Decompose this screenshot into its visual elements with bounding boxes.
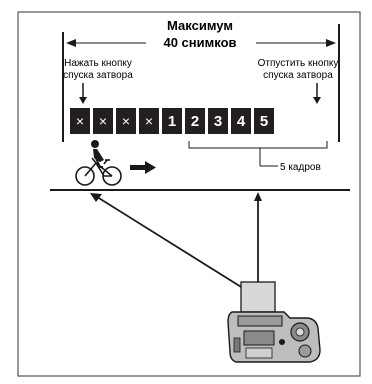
title-line1: Максимум [167,18,233,33]
title-line2: 40 снимков [163,35,236,50]
pre-frame-box [93,108,113,134]
post-frame-box [208,108,228,134]
span-arrow-right-head [326,39,336,47]
post-frame-box [254,108,274,134]
press-label-line1: Нажать кнопку [64,58,132,69]
cyclist-icon [75,140,122,186]
camera-icon [227,281,321,363]
press-label-line2: спуска затвора [63,70,133,81]
post-frame-box [185,108,205,134]
view-line-diagonal [93,194,247,291]
pre-frame-label: × [99,113,107,129]
press-down-arrow-head [79,97,87,104]
pre-frame-box [70,108,90,134]
five-frames-bracket [188,141,328,149]
post-frame-label: 3 [214,113,222,130]
pre-frame-label: × [76,113,84,129]
outer-border [17,11,361,377]
right-arrow-icon [130,161,156,174]
post-frame-label: 4 [237,113,246,130]
pre-frame-label: × [145,113,153,129]
release-label-line1: Отпустить кнопку [258,58,339,69]
pre-frame-label: × [122,113,130,129]
view-line-diagonal-head [90,193,102,202]
post-frame-box [162,108,182,134]
pre-frame-box [116,108,136,134]
bracket-label: 5 кадров [280,162,321,173]
release-down-arrow-head [313,97,321,104]
view-line-vertical-head [254,192,262,201]
post-frame-label: 5 [260,113,268,130]
release-label-line2: спуска затвора [263,70,333,81]
post-frame-label: 1 [168,113,176,130]
span-arrow-left-head [66,39,76,47]
pre-frame-box [139,108,159,134]
post-frame-label: 2 [191,113,199,130]
post-frame-box [231,108,251,134]
